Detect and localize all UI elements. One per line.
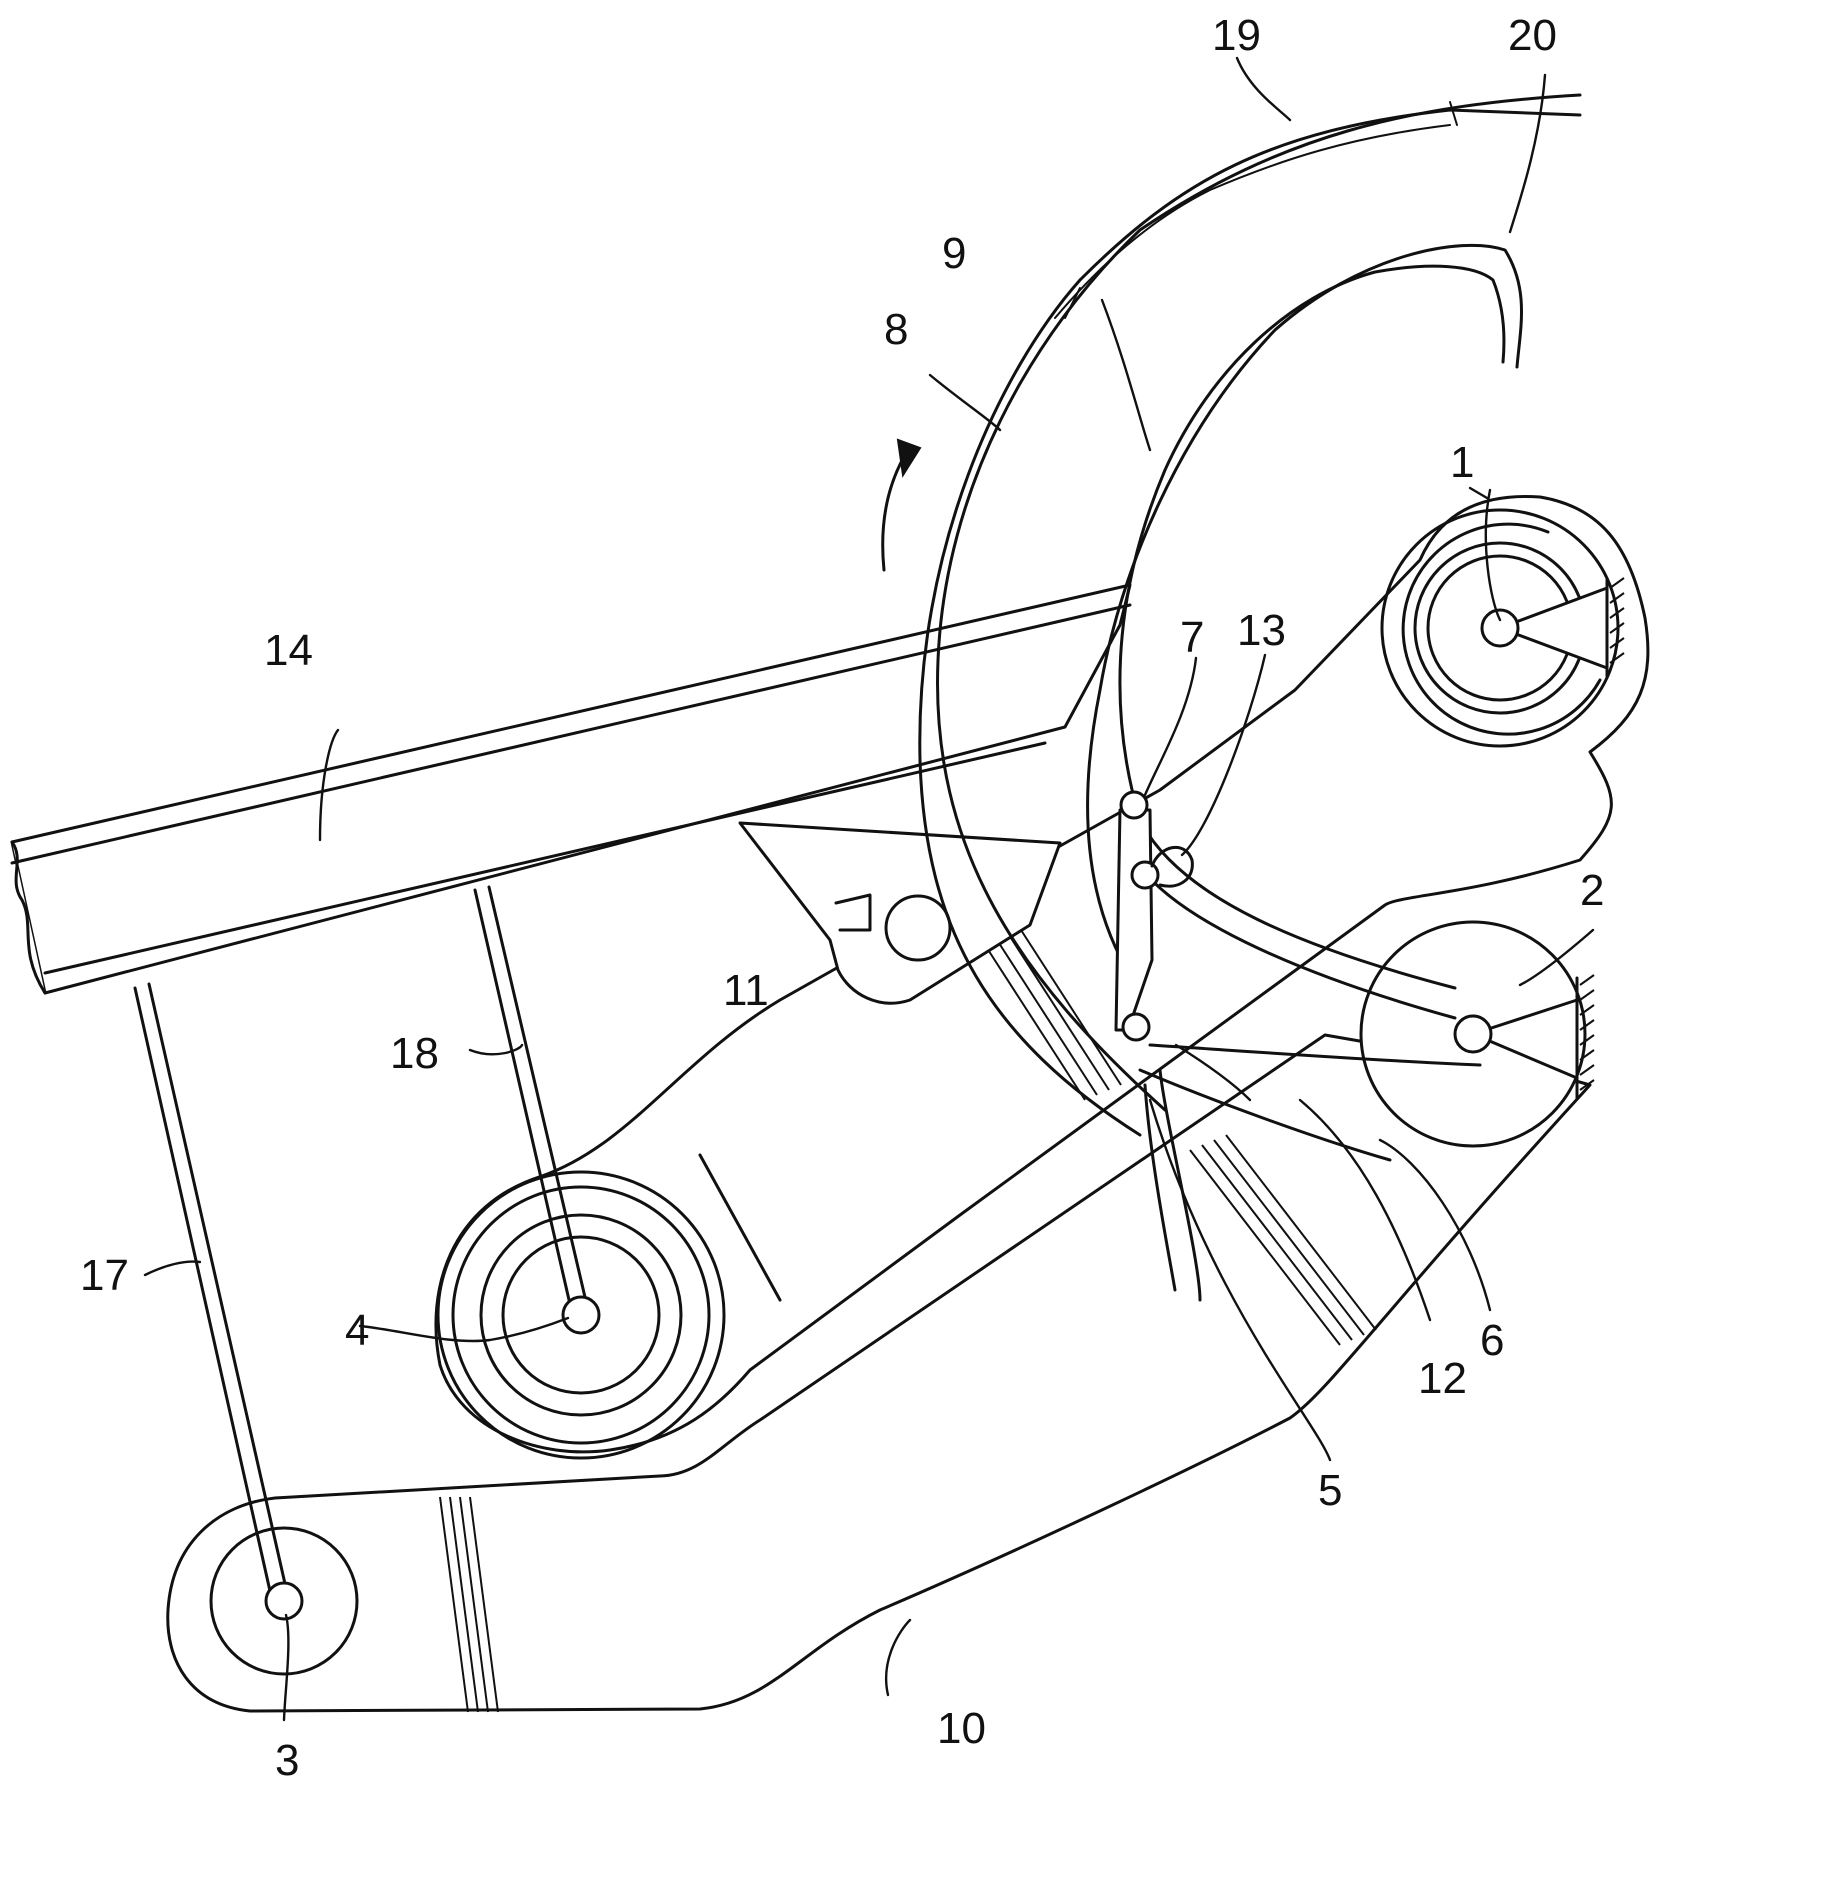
label-18: 18 <box>390 1029 439 1078</box>
label-5: 5 <box>1318 1466 1342 1515</box>
label-3: 3 <box>275 1736 299 1785</box>
label-9: 9 <box>942 229 966 278</box>
label-2: 2 <box>1580 866 1604 915</box>
label-17: 17 <box>80 1251 129 1300</box>
label-13: 13 <box>1237 606 1286 655</box>
label-19: 19 <box>1212 11 1261 60</box>
pivot-4 <box>563 1297 599 1333</box>
pivot-2-base <box>1361 922 1594 1146</box>
label-12: 12 <box>1418 1354 1467 1403</box>
label-7: 7 <box>1180 613 1204 662</box>
label-14: 14 <box>264 626 313 675</box>
pivot-3 <box>266 1583 302 1619</box>
label-11: 11 <box>723 966 769 1015</box>
rod-17 <box>135 984 288 1600</box>
label-8: 8 <box>884 305 908 354</box>
label-1: 1 <box>1450 438 1474 487</box>
label-4: 4 <box>345 1306 369 1355</box>
rotation-arrow <box>883 440 920 570</box>
label-6: 6 <box>1480 1316 1504 1365</box>
label-20: 20 <box>1508 11 1557 60</box>
label-10: 10 <box>937 1704 986 1753</box>
